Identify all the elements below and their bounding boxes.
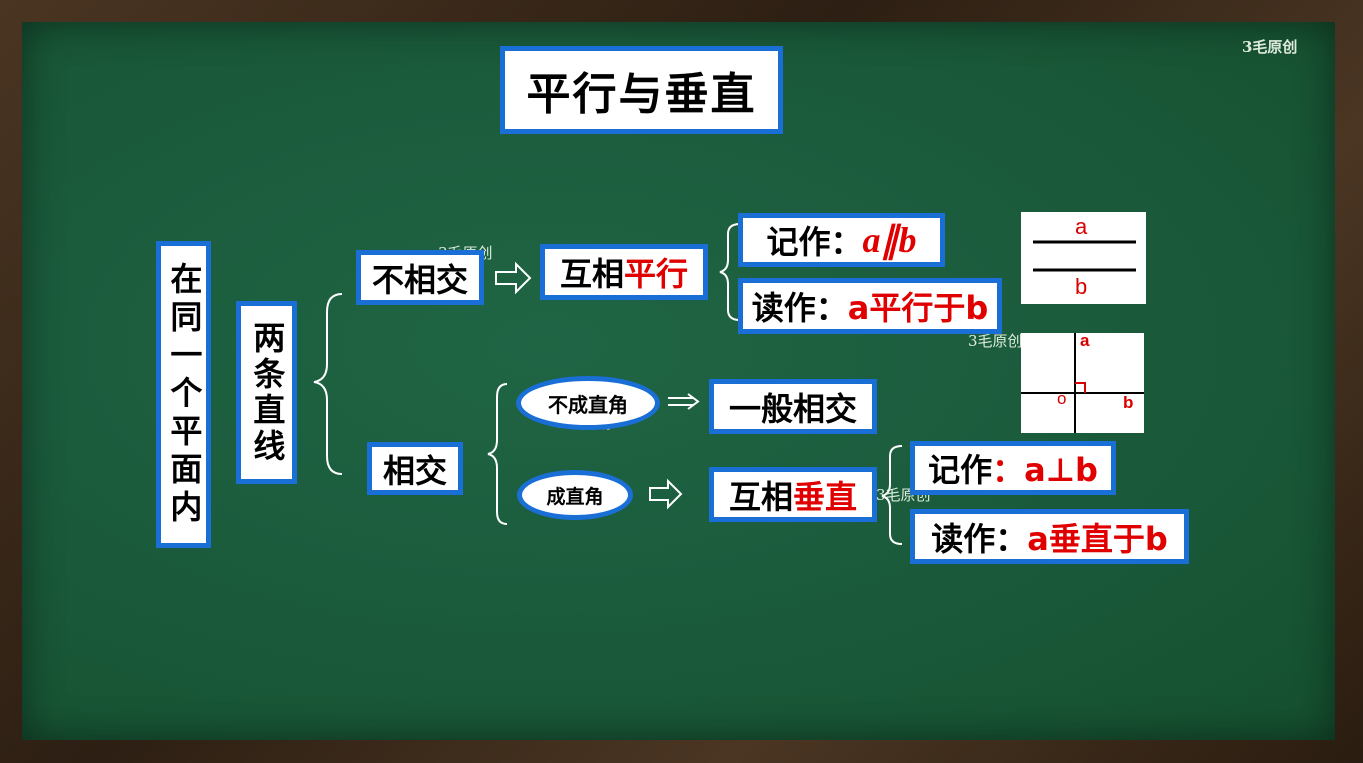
- parallel-reading-value: a平行于b: [847, 289, 989, 327]
- perpendicular-box: 互相垂直: [709, 467, 877, 522]
- parallel-lines-svg: [1033, 240, 1136, 272]
- parallel-notation-box: 记作：a∥b: [738, 213, 945, 267]
- plane-label-text: 在同一个平面内: [165, 261, 204, 528]
- intersect-box: 相交: [367, 442, 463, 495]
- two-lines-text: 两条直线: [248, 320, 287, 465]
- figure-label-b: b: [1075, 274, 1088, 299]
- perpendicular-svg: [1021, 333, 1144, 433]
- watermark-figure: 3毛原创: [968, 332, 1023, 350]
- not-intersect-box: 不相交: [356, 250, 484, 305]
- parallel-reading-box: 读作：a平行于b: [738, 278, 1002, 334]
- arrow-perp: [649, 478, 683, 510]
- perpendicular-figure: a o b: [1021, 331, 1144, 433]
- perp-notation-box: 记作：a⊥b: [910, 441, 1116, 495]
- perp-reading-label: 读作：: [931, 519, 1028, 558]
- page-title: 平行与垂直: [500, 46, 783, 134]
- arrow-general: [668, 393, 700, 410]
- perp-notation-label: 记作: [928, 451, 993, 489]
- brace-intersect: [487, 383, 508, 525]
- blackboard: 3毛原创 3毛原创 3毛原创 3毛原创 3毛原创 3毛原创 平行与垂直 在同一个…: [22, 22, 1335, 740]
- plane-label: 在同一个平面内: [156, 241, 211, 548]
- brace-main: [313, 293, 343, 475]
- perp-reading-value: a垂直于b: [1027, 519, 1168, 558]
- perp-label-o: o: [1057, 389, 1067, 408]
- not-right-angle-oval: 不成直角: [516, 376, 660, 430]
- perp-label-a: a: [1080, 331, 1090, 350]
- perp-reading-box: 读作：a垂直于b: [910, 509, 1189, 564]
- brace-perp: [881, 445, 903, 545]
- two-lines-label: 两条直线: [236, 301, 297, 484]
- arrow-parallel: [495, 261, 532, 295]
- parallel-reading-label: 读作：: [751, 289, 848, 327]
- perp-label-b: b: [1123, 393, 1134, 412]
- connectors: [313, 223, 903, 545]
- watermark-top-right: 3毛原创: [1242, 38, 1298, 56]
- perp-prefix: 互相: [728, 477, 793, 516]
- parallel-notation-label: 记作：: [766, 223, 863, 261]
- parallel-lines-figure: a b: [1021, 212, 1146, 304]
- figure-label-a: a: [1075, 214, 1088, 239]
- parallel-box: 互相平行: [540, 244, 708, 300]
- brace-parallel: [719, 223, 741, 321]
- perp-notation-value: ：a⊥b: [992, 451, 1098, 489]
- right-angle-mark: [1075, 382, 1086, 393]
- general-intersect-box: 一般相交: [709, 379, 877, 434]
- perp-highlight: 垂直: [793, 477, 858, 516]
- parallel-prefix: 互相: [559, 255, 624, 293]
- parallel-highlight: 平行: [624, 255, 689, 293]
- parallel-notation-value: a∥b: [862, 220, 917, 260]
- right-angle-oval: 成直角: [517, 470, 633, 520]
